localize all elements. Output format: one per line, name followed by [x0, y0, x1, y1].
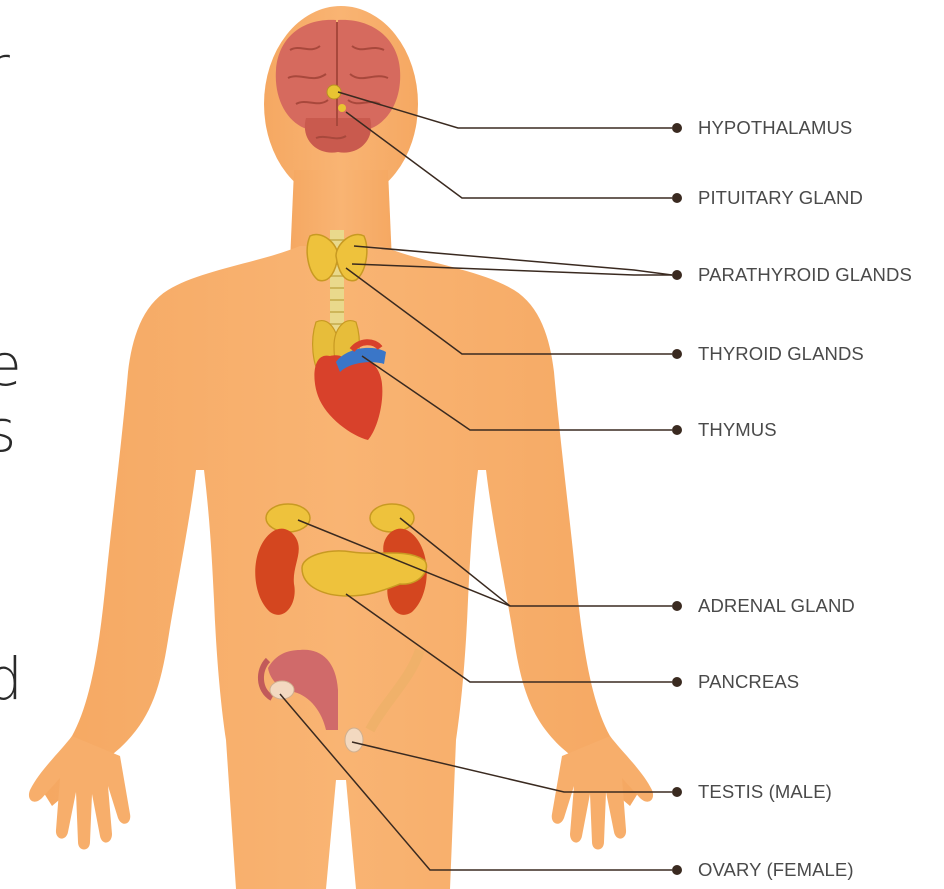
label-ovary: OVARY (FEMALE) [698, 859, 854, 881]
label-testis: TESTIS (MALE) [698, 781, 832, 803]
label-parathyroid-glands: PARATHYROID GLANDS [698, 264, 912, 286]
label-thyroid-glands: THYROID GLANDS [698, 343, 864, 365]
cropped-edge-text: s [0, 402, 16, 460]
left-hand [29, 736, 130, 850]
label-dots [672, 123, 682, 875]
label-hypothalamus: HYPOTHALAMUS [698, 117, 852, 139]
label-adrenal-gland: ADRENAL GLAND [698, 595, 855, 617]
label-thymus: THYMUS [698, 419, 777, 441]
cropped-edge-text: e [0, 336, 22, 394]
label-pancreas: PANCREAS [698, 671, 799, 693]
cropped-edge-text: d [0, 650, 23, 708]
cropped-edge-text: r [0, 38, 10, 96]
pituitary-marker [338, 104, 346, 112]
label-pituitary-gland: PITUITARY GLAND [698, 187, 863, 209]
